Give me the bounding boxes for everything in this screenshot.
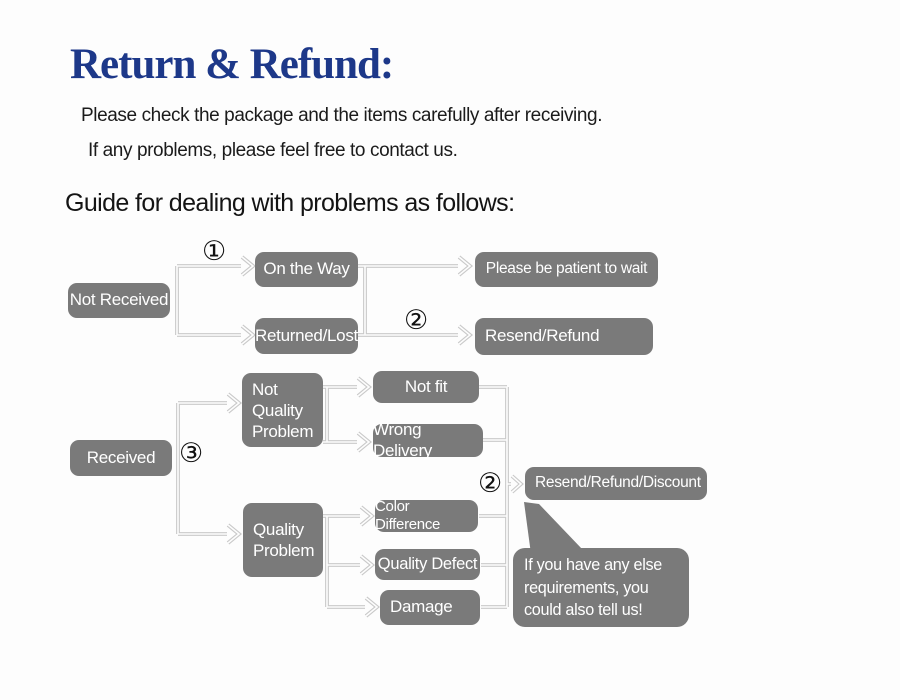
node-resend-refund: Resend/Refund — [475, 318, 653, 355]
node-resend-refund-discount: Resend/Refund/Discount — [525, 467, 707, 500]
subtitle-line-2: If any problems, please feel free to con… — [88, 140, 458, 161]
node-returned-lost: Returned/Lost — [255, 318, 358, 354]
node-received: Received — [70, 440, 172, 476]
node-damage: Damage — [380, 590, 480, 625]
node-quality-problem: Quality Problem — [243, 503, 323, 577]
guide-heading: Guide for dealing with problems as follo… — [65, 189, 515, 217]
node-color-difference: Color Difference — [375, 498, 478, 533]
marker-circled-2-top: ② — [404, 305, 429, 336]
speech-bubble-tail — [524, 502, 582, 554]
marker-circled-1: ① — [202, 236, 227, 267]
page-title: Return & Refund: — [70, 41, 394, 88]
node-not-quality-problem: Not Quality Problem — [242, 373, 323, 447]
node-wrong-delivery: Wrong Delivery — [373, 420, 483, 460]
node-please-be-patient: Please be patient to wait — [475, 252, 658, 287]
node-not-fit: Not fit — [373, 371, 479, 403]
subtitle-line-1: Please check the package and the items c… — [81, 105, 603, 126]
marker-circled-2-bottom: ② — [478, 468, 503, 499]
marker-circled-3: ③ — [179, 438, 204, 469]
node-not-received: Not Received — [68, 283, 170, 318]
node-quality-defect: Quality Defect — [375, 549, 480, 580]
speech-bubble: If you have any else requirements, you c… — [513, 548, 689, 627]
node-on-the-way: On the Way — [255, 252, 358, 287]
